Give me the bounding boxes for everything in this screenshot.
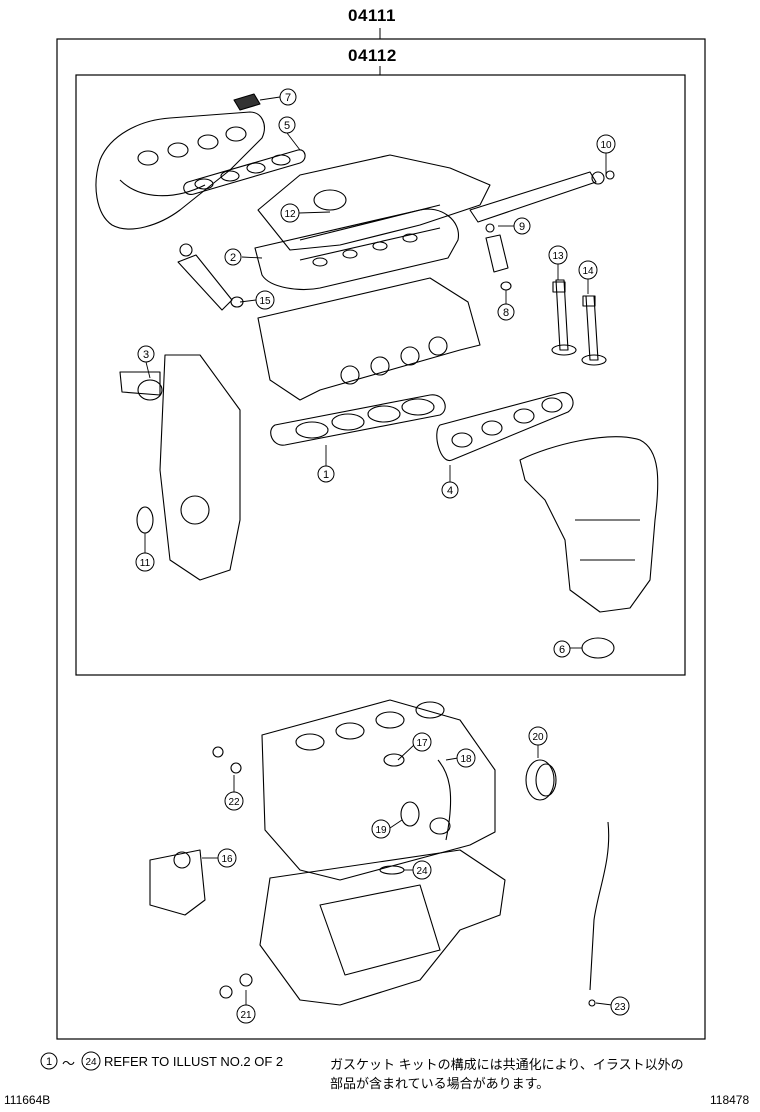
callout-2: 2 bbox=[224, 248, 242, 266]
callout-10: 10 bbox=[596, 134, 616, 154]
note-refer-text: REFER TO ILLUST NO.2 OF 2 bbox=[104, 1054, 284, 1069]
callout-24: 24 bbox=[412, 860, 432, 880]
svg-text:18: 18 bbox=[460, 754, 472, 765]
callout-17: 17 bbox=[412, 732, 432, 752]
svg-text:4: 4 bbox=[447, 485, 453, 497]
svg-text:12: 12 bbox=[284, 209, 296, 220]
gasket-19 bbox=[400, 801, 420, 827]
intake-manifold bbox=[95, 111, 265, 230]
cylinder-head-gasket bbox=[270, 394, 446, 446]
drain-plug-22b bbox=[230, 762, 242, 774]
water-pump-gasket bbox=[137, 379, 163, 401]
svg-text:6: 6 bbox=[559, 644, 565, 656]
note-japanese-line-2: 部品が含まれている場合があります。 bbox=[330, 1076, 550, 1091]
plug-19b bbox=[429, 817, 451, 835]
svg-text:19: 19 bbox=[375, 825, 387, 836]
callout-23: 23 bbox=[610, 996, 630, 1016]
note-range-start: 1 bbox=[40, 1052, 58, 1070]
callout-22: 22 bbox=[224, 791, 244, 811]
exhaust-manifold-gasket bbox=[436, 392, 574, 461]
oil-pan bbox=[259, 849, 506, 1006]
camshaft-sensor-assembly bbox=[469, 170, 615, 223]
callout-13: 13 bbox=[548, 245, 568, 265]
svg-text:5: 5 bbox=[284, 120, 290, 132]
spark-plug-tube bbox=[485, 223, 512, 291]
callout-4: 4 bbox=[441, 481, 459, 499]
svg-text:10: 10 bbox=[600, 140, 612, 151]
svg-text:15: 15 bbox=[259, 296, 271, 307]
valve-stem-seals bbox=[551, 279, 607, 366]
svg-text:17: 17 bbox=[416, 738, 428, 749]
drain-plug-22a bbox=[212, 746, 224, 758]
footer-left-id: 111664B bbox=[4, 1093, 51, 1107]
svg-text:14: 14 bbox=[582, 266, 594, 277]
callout-6: 6 bbox=[553, 640, 571, 658]
callout-12: 12 bbox=[280, 203, 300, 223]
svg-text:2: 2 bbox=[230, 252, 236, 264]
exhaust-pipe-gasket bbox=[581, 637, 615, 659]
svg-text:1: 1 bbox=[323, 469, 329, 481]
oil-filler-cap bbox=[233, 93, 261, 111]
drain-plug-21a bbox=[219, 985, 233, 999]
callout-9: 9 bbox=[513, 217, 531, 235]
kit-outer-number: 04111 bbox=[348, 6, 396, 25]
cylinder-head bbox=[257, 277, 481, 401]
callout-1: 1 bbox=[317, 465, 335, 483]
cylinder-block bbox=[261, 699, 496, 881]
gasket-17 bbox=[383, 753, 405, 767]
kit-inner-number: 04112 bbox=[348, 46, 397, 65]
note-japanese-line-1: ガスケット キットの構成には共通化により、イラスト以外の bbox=[330, 1057, 684, 1072]
svg-text:20: 20 bbox=[532, 732, 544, 743]
oil-level-gauge bbox=[589, 821, 610, 991]
callout-18: 18 bbox=[456, 748, 476, 768]
svg-text:23: 23 bbox=[614, 1002, 626, 1013]
callout-21: 21 bbox=[236, 1004, 256, 1024]
footer-right-id: 118478 bbox=[710, 1093, 750, 1107]
oil-level-gauge-ring bbox=[588, 999, 596, 1007]
svg-text:7: 7 bbox=[285, 92, 291, 104]
oring-24 bbox=[379, 865, 405, 875]
svg-text:21: 21 bbox=[240, 1010, 252, 1021]
svg-text:24: 24 bbox=[85, 1057, 97, 1068]
cylinder-head-cover bbox=[257, 154, 491, 251]
svg-text:9: 9 bbox=[519, 221, 525, 233]
drain-plug-21b bbox=[239, 973, 253, 987]
svg-text:1: 1 bbox=[46, 1056, 52, 1068]
note-range-separator: ～ bbox=[62, 1056, 76, 1071]
svg-text:11: 11 bbox=[140, 558, 151, 569]
intake-manifold-gasket bbox=[183, 149, 306, 196]
svg-text:13: 13 bbox=[552, 251, 564, 262]
callout-19: 19 bbox=[371, 819, 391, 839]
callout-7: 7 bbox=[279, 88, 297, 106]
cylinder-head-cover-gasket bbox=[254, 208, 459, 291]
callout-16: 16 bbox=[217, 848, 237, 868]
oil-pipe-18 bbox=[437, 759, 452, 841]
callout-15: 15 bbox=[255, 290, 275, 310]
note-range-end: 24 bbox=[81, 1051, 101, 1071]
callout-8: 8 bbox=[497, 303, 515, 321]
callout-20: 20 bbox=[528, 726, 548, 746]
svg-text:24: 24 bbox=[416, 866, 428, 877]
oil-pump bbox=[149, 849, 206, 916]
svg-text:3: 3 bbox=[143, 349, 149, 361]
svg-text:16: 16 bbox=[221, 854, 233, 865]
crankshaft-front-oil-seal bbox=[136, 506, 154, 534]
svg-text:22: 22 bbox=[228, 797, 240, 808]
callout-5: 5 bbox=[278, 116, 296, 134]
callout-3: 3 bbox=[137, 345, 155, 363]
callout-14: 14 bbox=[578, 260, 598, 280]
svg-text:8: 8 bbox=[503, 307, 509, 319]
exhaust-manifold-converter bbox=[519, 436, 659, 613]
crankshaft-rear-oil-seal bbox=[525, 759, 557, 801]
callout-11: 11 bbox=[135, 552, 155, 572]
outer-kit-frame bbox=[56, 38, 706, 1040]
